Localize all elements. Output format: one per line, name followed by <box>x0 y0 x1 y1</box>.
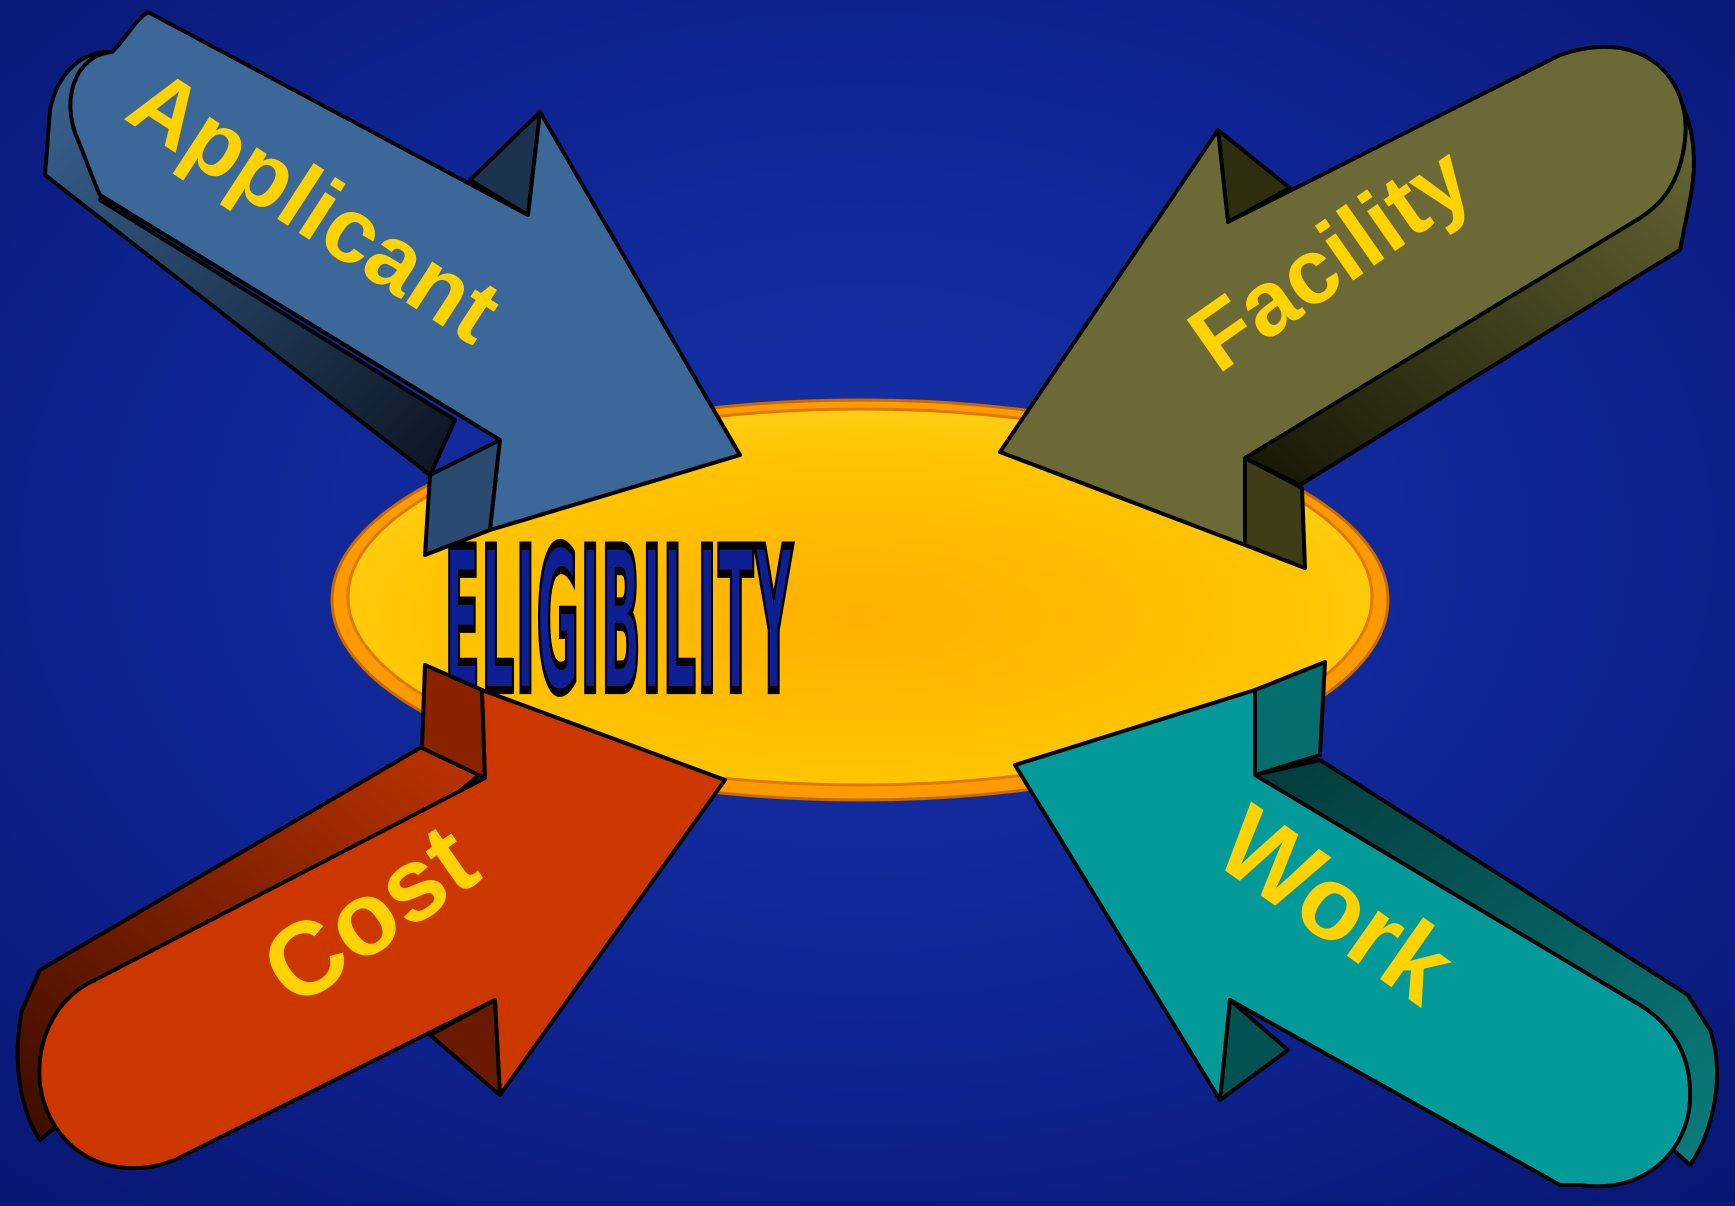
cost-arrow: Cost <box>15 663 727 1171</box>
facility-arrow: Facility <box>998 44 1696 570</box>
